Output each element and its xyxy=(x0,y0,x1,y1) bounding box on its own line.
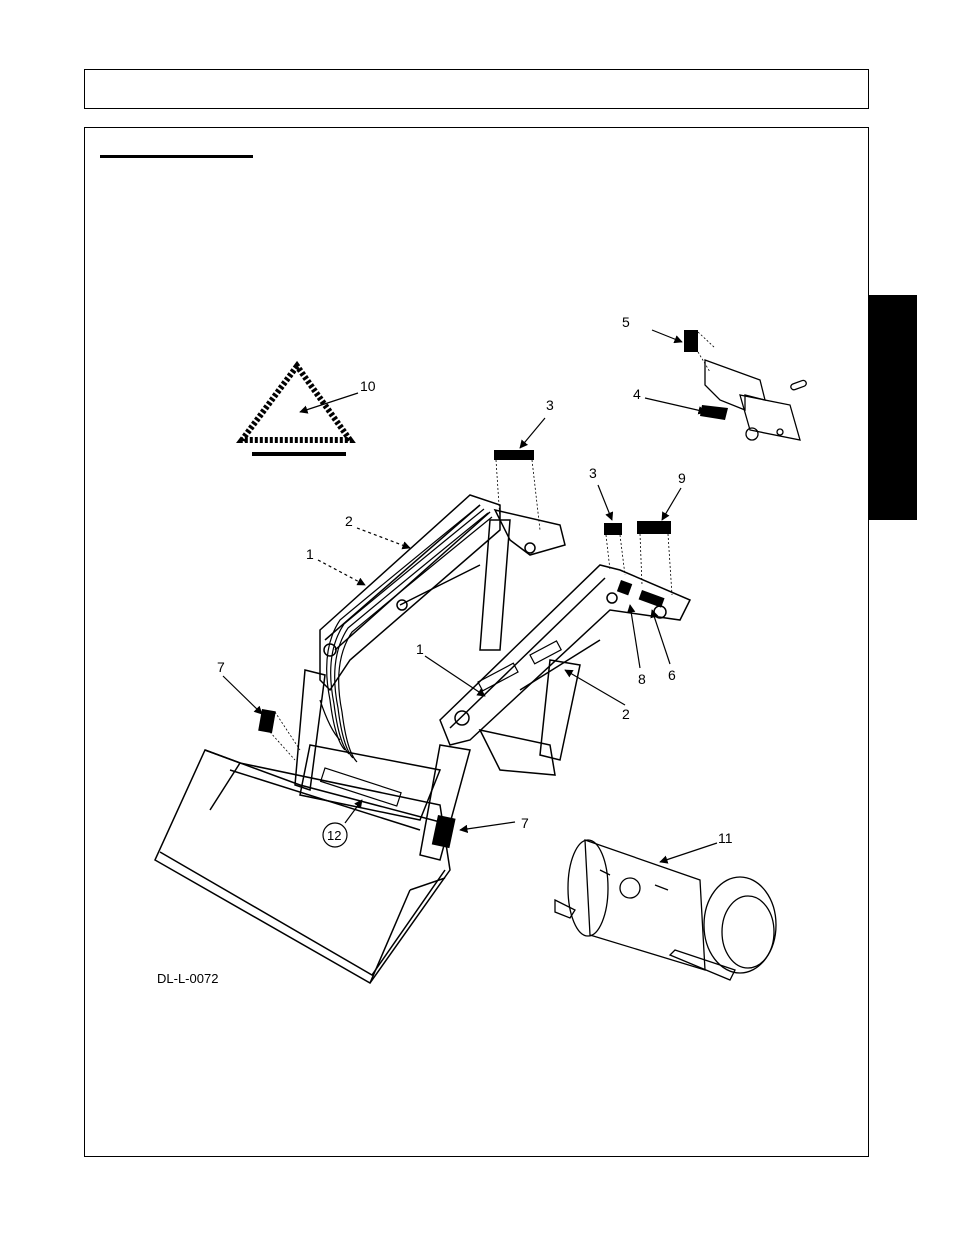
bracket-assembly xyxy=(684,330,807,440)
callout-12: 12 xyxy=(327,828,341,843)
smv-emblem xyxy=(242,366,350,454)
callout-2-left: 2 xyxy=(345,513,353,529)
callout-8: 8 xyxy=(638,671,646,687)
callout-9: 9 xyxy=(678,470,686,486)
callout-6: 6 xyxy=(668,667,676,683)
callout-2-right: 2 xyxy=(622,706,630,722)
right-loader-arm xyxy=(420,565,690,860)
callout-3-left: 3 xyxy=(546,397,554,413)
cross-tube xyxy=(300,745,440,820)
canister xyxy=(555,840,776,980)
callout-3-right: 3 xyxy=(589,465,597,481)
callout-7-lower: 7 xyxy=(521,815,529,831)
figure-code: DL-L-0072 xyxy=(157,971,218,986)
callout-10: 10 xyxy=(360,378,376,394)
callout-1-left: 1 xyxy=(306,546,314,562)
callout-4: 4 xyxy=(633,386,641,402)
callout-7-upper: 7 xyxy=(217,659,225,675)
callout-11: 11 xyxy=(718,830,733,846)
callout-1-right: 1 xyxy=(416,641,424,657)
callout-5: 5 xyxy=(622,314,630,330)
